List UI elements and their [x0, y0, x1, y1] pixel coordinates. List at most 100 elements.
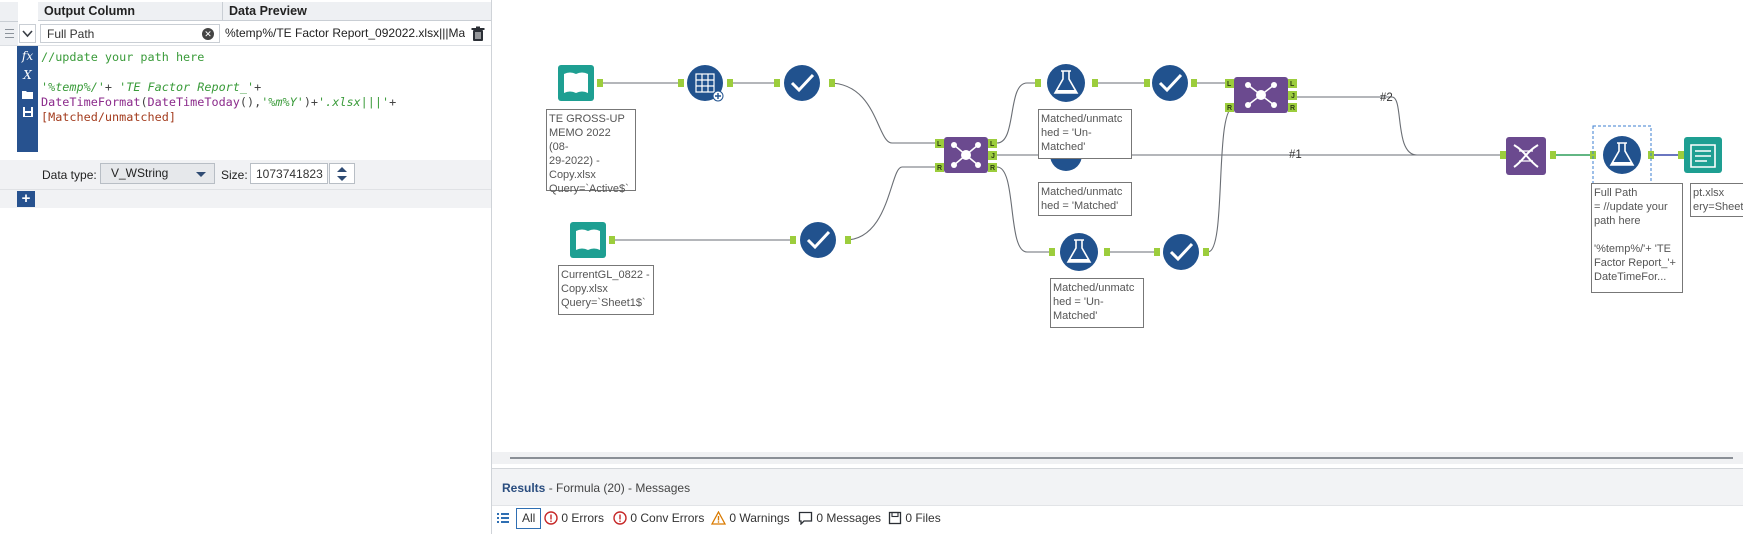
check-icon	[1158, 73, 1183, 93]
svg-text:R: R	[1290, 105, 1295, 112]
connection-line	[1207, 106, 1237, 253]
conv-errors-count: 0 Conv Errors	[630, 511, 705, 525]
svg-text:L: L	[1290, 81, 1295, 88]
select-tool[interactable]	[687, 65, 724, 102]
expression-string: '%temp%/'	[41, 80, 105, 94]
data-type-select[interactable]: V_WString	[100, 163, 215, 184]
results-filter-bar: All 0 Errors 0 Conv Errors 0 Warnings 0 …	[492, 505, 1743, 536]
output-file-icon	[1690, 144, 1716, 168]
expression-operator: +	[389, 95, 397, 109]
book-icon	[564, 72, 588, 93]
size-stepper[interactable]	[329, 163, 355, 184]
results-heading: Results	[502, 481, 546, 495]
expression-string: 'TE Factor Report_'	[119, 80, 255, 94]
output-column-header: Output Column	[38, 2, 223, 21]
data-type-row: Data type: V_WString Size:	[0, 160, 491, 189]
union-tool[interactable]	[1234, 77, 1288, 113]
expression-function: DateTimeFormat	[41, 95, 141, 109]
expression-operator: +	[254, 80, 262, 94]
list-view-icon[interactable]	[496, 509, 510, 533]
function-icon[interactable]: fx	[21, 49, 34, 63]
expression-comment: //update your path here	[41, 50, 205, 64]
sort-tool[interactable]	[1506, 137, 1546, 175]
book-icon	[576, 229, 600, 250]
connection-label-2: #2	[1380, 92, 1393, 104]
check-icon	[1169, 242, 1194, 262]
input-data-tool-1[interactable]	[558, 65, 594, 101]
messages-count: 0 Messages	[816, 511, 882, 525]
data-type-value: V_WString	[111, 166, 169, 180]
expression-string: '%m%Y'	[261, 95, 304, 109]
formula-row: ✕ %temp%/TE Factor Report_092022.xlsx|||…	[0, 22, 491, 46]
output-column-input[interactable]	[40, 24, 220, 43]
select-tool[interactable]	[1152, 65, 1188, 101]
filter-tool-top[interactable]	[1047, 64, 1085, 102]
row-drag-handle[interactable]	[0, 22, 18, 45]
connection-line	[828, 82, 935, 144]
error-icon	[544, 511, 558, 525]
collapse-row-button[interactable]	[19, 24, 36, 43]
warnings-count: 0 Warnings	[729, 511, 790, 525]
size-input[interactable]	[250, 163, 328, 184]
add-formula-button[interactable]: +	[17, 191, 35, 207]
select-tool[interactable]	[1163, 234, 1199, 270]
results-title: Results - Formula (20) - Messages	[502, 481, 690, 495]
trash-icon[interactable]	[470, 26, 486, 42]
header-grip	[0, 2, 18, 22]
data-type-label: Data type:	[42, 168, 97, 182]
filter-warnings-button[interactable]: 0 Warnings	[710, 506, 790, 530]
svg-text:J: J	[991, 153, 995, 160]
union-icon	[1245, 82, 1277, 108]
results-subtitle: - Formula (20) - Messages	[545, 481, 691, 495]
join-tool[interactable]	[944, 137, 988, 173]
expression-toolbar: fx X	[17, 46, 38, 152]
select-tool[interactable]	[784, 65, 820, 101]
select-tool[interactable]	[800, 222, 836, 258]
svg-text:R: R	[937, 165, 942, 172]
dna-icon	[1513, 144, 1539, 168]
output-data-tool[interactable]	[1684, 137, 1722, 173]
svg-text:L: L	[990, 141, 995, 148]
filter-all-button[interactable]: All	[516, 508, 542, 529]
chevron-down-icon	[22, 30, 33, 38]
stepper-up-icon[interactable]	[337, 167, 347, 172]
connection-line	[1297, 96, 1502, 156]
warning-icon	[710, 510, 727, 525]
workflow-diagram: L R L J R L R L J R	[558, 64, 1722, 271]
errors-count: 0 Errors	[561, 511, 605, 525]
expression-operator: (),	[239, 95, 262, 109]
data-preview-header: Data Preview	[223, 2, 491, 21]
formula-tool[interactable]	[1603, 136, 1641, 174]
filter-files-button[interactable]: 0 Files	[888, 506, 941, 530]
add-row-bar: +	[0, 189, 491, 208]
expression-operator: )+	[303, 95, 319, 109]
save-expression-icon[interactable]	[19, 104, 36, 120]
filter-errors-button[interactable]: 0 Errors	[544, 506, 604, 530]
open-expression-icon[interactable]	[19, 86, 36, 102]
expression-function: DateTimeToday	[147, 95, 240, 109]
variable-icon[interactable]: X	[23, 68, 32, 82]
canvas-horizontal-scrollbar[interactable]	[492, 452, 1743, 464]
clear-icon[interactable]: ✕	[202, 28, 214, 40]
filter-conv-errors-button[interactable]: 0 Conv Errors	[613, 506, 704, 530]
size-label: Size:	[221, 168, 248, 182]
filter-messages-button[interactable]: 0 Messages	[798, 506, 881, 530]
expression-editor[interactable]: //update your path here '%temp%/' + 'TE F…	[41, 50, 481, 125]
join-icon	[951, 142, 981, 168]
data-preview-value: %temp%/TE Factor Report_092022.xlsx|||Ma…	[225, 26, 465, 40]
stepper-down-icon[interactable]	[337, 176, 347, 181]
expression-field: [Matched/unmatched]	[41, 110, 176, 124]
workflow-canvas[interactable]: L R L J R L R L J R	[492, 0, 1743, 452]
filter-tool-bottom[interactable]	[1060, 233, 1098, 271]
svg-text:R: R	[1227, 105, 1232, 112]
connection-label-1: #1	[1289, 149, 1302, 161]
connection-line	[996, 166, 1049, 253]
input-data-tool-2[interactable]	[570, 222, 606, 258]
